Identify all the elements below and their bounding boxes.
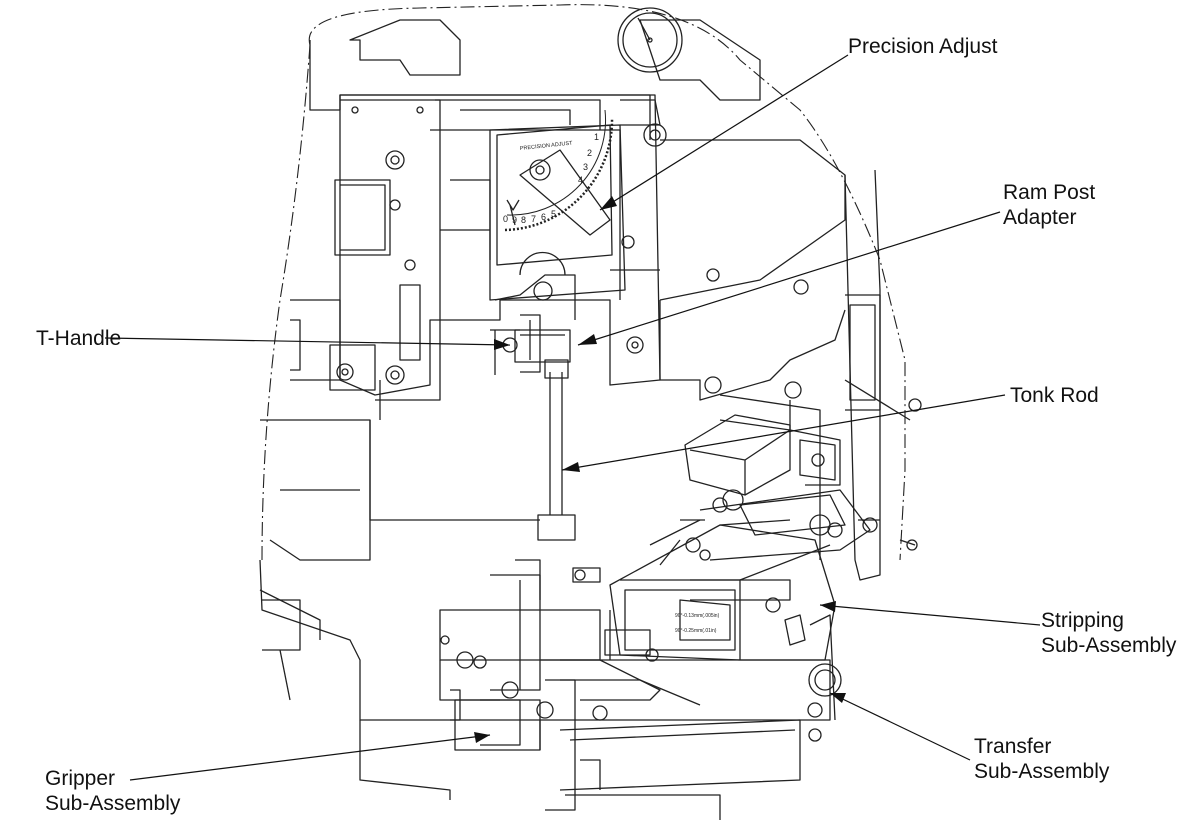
label-precision-adjust: Precision Adjust	[848, 34, 997, 59]
leader-transfer	[829, 692, 971, 761]
phantom-outline	[261, 4, 906, 561]
label-gripper-sub-assembly: Gripper Sub-Assembly	[45, 766, 180, 816]
label-line: Stripping	[1041, 609, 1124, 632]
label-ram-post-adapter: Ram Post Adapter	[1003, 180, 1095, 230]
label-line: Sub-Assembly	[45, 792, 181, 815]
dial-number: 3	[583, 162, 588, 172]
precision-dial	[496, 109, 614, 266]
arrowhead-gripper	[474, 732, 490, 743]
label-line: Sub-Assembly	[1041, 634, 1177, 657]
label-line: Transfer	[974, 735, 1052, 758]
leader-gripper	[129, 734, 491, 781]
label-line: Tonk Rod	[1010, 384, 1099, 407]
dial-title: PRECISION ADJUST	[520, 140, 574, 152]
label-line: Adapter	[1003, 206, 1077, 229]
arrowhead-transfer	[830, 693, 846, 703]
ram-housing	[339, 94, 667, 401]
transfer-assembly	[540, 614, 842, 820]
label-transfer-sub-assembly: Transfer Sub-Assembly	[974, 734, 1109, 784]
dial-numbers: 0 9 8 7 6 5 4 3 2 1	[503, 132, 599, 225]
label-tonk-rod: Tonk Rod	[1010, 383, 1099, 408]
gripper-assembly	[439, 559, 701, 811]
leader-tonk-rod	[561, 394, 1006, 471]
label-t-handle: T-Handle	[36, 326, 121, 351]
label-line: T-Handle	[36, 327, 122, 350]
tonk-rod-assembly	[490, 314, 576, 541]
arrowhead-t-handle	[494, 339, 510, 350]
dial-number: 2	[587, 148, 592, 158]
label-line: Precision Adjust	[848, 35, 998, 58]
dial-number: 9	[512, 215, 517, 225]
plate-text-line2: 90°-0.25mm(.01in)	[675, 628, 717, 634]
arrowhead-stripping	[820, 601, 836, 612]
leader-lines	[104, 54, 1041, 781]
leader-t-handle	[104, 337, 511, 346]
label-stripping-sub-assembly: Stripping Sub-Assembly	[1041, 608, 1176, 658]
dial-number: 1	[594, 132, 599, 142]
stripping-assembly	[572, 489, 918, 661]
stripping-plate	[679, 599, 731, 641]
label-line: Ram Post	[1003, 181, 1096, 204]
arrowhead-ram-post-adapter	[578, 334, 597, 345]
label-line: Sub-Assembly	[974, 760, 1110, 783]
leader-stripping	[819, 604, 1041, 626]
dial-number: 0	[503, 214, 508, 224]
leader-arrowheads	[474, 196, 846, 743]
arrowhead-tonk-rod	[562, 462, 580, 472]
dial-number: 7	[531, 214, 536, 224]
left-bracket	[329, 179, 421, 391]
plate-text-line1: 90°-0.13mm(.005in)	[675, 613, 720, 619]
leader-precision-adjust	[599, 54, 849, 211]
dial-gauge	[617, 7, 683, 73]
tray	[684, 414, 791, 496]
dial-number: 5	[551, 209, 556, 219]
base-pan	[279, 649, 541, 800]
dial-number: 4	[578, 175, 583, 185]
dial-number: 6	[541, 212, 546, 222]
arrowhead-precision-adjust	[600, 196, 617, 210]
dial-number: 8	[521, 215, 526, 225]
label-line: Gripper	[45, 767, 116, 790]
frame	[259, 19, 911, 721]
leader-ram-post-adapter	[577, 211, 1001, 346]
